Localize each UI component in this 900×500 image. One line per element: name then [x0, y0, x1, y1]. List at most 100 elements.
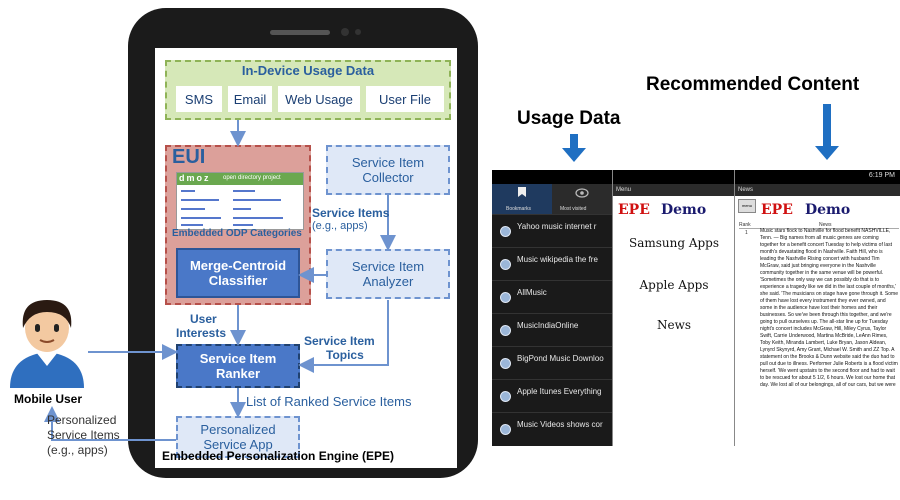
bookmark-row[interactable]: Apple Itunes Everything [492, 379, 612, 413]
bookmark-row[interactable]: MusicIndiaOnline [492, 313, 612, 347]
mobile-user-icon [10, 300, 84, 388]
personalized-line-3: (e.g., apps) [47, 443, 108, 457]
usage-data-title: In-Device Usage Data [241, 63, 375, 78]
epe-logo: EPE [761, 202, 793, 218]
ranker-label: Service Item Ranker [199, 351, 277, 381]
bookmark-title: Music Videos shows cor [517, 420, 603, 429]
service-item-collector-box: Service Item Collector [326, 145, 450, 195]
tab-bookmarks-label: Bookmarks [506, 206, 532, 212]
bookmark-title: AllMusic [517, 288, 547, 297]
bookmark-title: Yahoo music internet r [517, 222, 597, 231]
service-items-eg-label: (e.g., apps) [312, 220, 368, 232]
globe-icon [500, 259, 511, 270]
odp-link [181, 199, 219, 201]
usage-data-header: Usage Data [517, 108, 621, 129]
globe-icon [500, 424, 511, 435]
odp-link [233, 199, 281, 201]
usage-item-sms: SMS [176, 86, 222, 112]
bookmark-row[interactable]: Yahoo music internet r [492, 214, 612, 248]
odp-link [233, 224, 253, 226]
menu-item-samsung-apps[interactable]: Samsung Apps [628, 236, 720, 250]
status-bar [492, 170, 612, 184]
menu-item-news[interactable]: News [656, 318, 692, 332]
service-items-label: Service Items [312, 206, 390, 220]
usage-down-arrow-shaft [570, 134, 578, 150]
ranked-list-label: List of Ranked Service Items [246, 394, 412, 409]
recommended-down-arrow-shaft [823, 104, 831, 148]
collector-label: Service Item Collector [351, 155, 425, 185]
usage-item-email: Email [228, 86, 272, 112]
odp-link [233, 208, 251, 210]
topics-label-2: Topics [326, 348, 364, 362]
bookmark-row[interactable]: BigPond Music Downloo [492, 346, 612, 380]
clock: 6:19 PM [868, 172, 895, 179]
service-app-label: Personalized Service App [200, 422, 276, 452]
arrow-app-to-user [44, 406, 176, 441]
bookmark-row[interactable]: Music wikipedia the fre [492, 247, 612, 281]
demo-logo: Demo [661, 202, 707, 218]
user-interests-label-2: Interests [176, 326, 227, 340]
usage-down-arrow-head [562, 148, 586, 162]
menu-item-apple-apps[interactable]: Apple Apps [639, 278, 709, 292]
embedded-odp-label: Embedded ODP Categories [172, 228, 302, 239]
odp-link [181, 208, 205, 210]
news-article-text: Music stars flock to Nashville for flood… [760, 228, 898, 388]
news-screenshot: 6:19 PM News menu EPE Demo Rank News 1 M… [734, 170, 900, 446]
bookmark-title: BigPond Music Downloo [517, 354, 604, 363]
odp-link [181, 190, 195, 192]
tab-bookmarks[interactable]: Bookmarks [492, 184, 552, 214]
bookmark-row[interactable]: Music Videos shows cor [492, 412, 612, 446]
mobile-user-label: Mobile User [14, 392, 83, 406]
arrow-analyzer-to-ranker [298, 300, 389, 373]
recommended-down-arrow-head [815, 146, 839, 160]
usage-item-web: Web Usage [278, 86, 360, 112]
eye-icon [575, 188, 589, 198]
rank-value: 1 [745, 230, 748, 236]
usage-screenshot: Bookmarks Most visited Yahoo music inter… [492, 170, 612, 446]
phone-earpiece [270, 28, 361, 36]
topics-label-1: Service Item [304, 334, 375, 348]
browser-tab-bar: Bookmarks Most visited [492, 184, 612, 214]
status-bar [613, 170, 735, 184]
odp-link [181, 224, 203, 226]
tab-most-visited[interactable]: Most visited [552, 184, 612, 214]
odp-header-bar [177, 173, 303, 185]
odp-link [233, 217, 283, 219]
news-column-header: News [819, 222, 832, 228]
globe-icon [500, 292, 511, 303]
classifier-label: Merge-Centroid Classifier [189, 258, 287, 288]
rank-column-header: Rank [739, 222, 751, 228]
usage-item-file: User File [366, 86, 444, 112]
service-item-analyzer-box: Service Item Analyzer [326, 249, 450, 299]
user-interests-label-1: User [190, 312, 217, 326]
globe-icon [500, 226, 511, 237]
demo-logo: Demo [805, 202, 851, 218]
bookmark-row[interactable]: AllMusic [492, 280, 612, 314]
odp-logo: dmoz [179, 173, 211, 183]
globe-icon [500, 358, 511, 369]
bookmark-icon [518, 187, 526, 197]
odp-link [233, 190, 255, 192]
news-header: News [735, 184, 900, 196]
personalized-line-1: Personalized [47, 413, 117, 427]
menu-header: Menu [613, 184, 735, 196]
odp-tagline: open directory project [223, 175, 281, 181]
menu-button[interactable]: menu [738, 199, 756, 213]
personalized-items-label: Personalized Service Items (e.g., apps) [47, 413, 120, 458]
personalized-line-2: Service Items [47, 428, 120, 442]
bookmark-title: MusicIndiaOnline [517, 321, 579, 330]
eui-title: EUI [172, 146, 206, 168]
merge-centroid-classifier-box: Merge-Centroid Classifier [176, 248, 300, 298]
bookmark-title: Music wikipedia the fre [517, 255, 598, 264]
analyzer-label: Service Item Analyzer [351, 259, 425, 289]
menu-screenshot: Menu EPE Demo Samsung Apps Apple Apps Ne… [612, 170, 735, 446]
odp-directory-image: dmoz open directory project [176, 172, 304, 230]
status-bar: 6:19 PM [735, 170, 900, 184]
globe-icon [500, 325, 511, 336]
tab-most-visited-label: Most visited [560, 206, 587, 212]
odp-link [181, 217, 221, 219]
engine-caption: Embedded Personalization Engine (EPE) [162, 449, 395, 463]
table-divider [739, 228, 899, 229]
personalized-service-app-box: Personalized Service App [176, 416, 300, 458]
